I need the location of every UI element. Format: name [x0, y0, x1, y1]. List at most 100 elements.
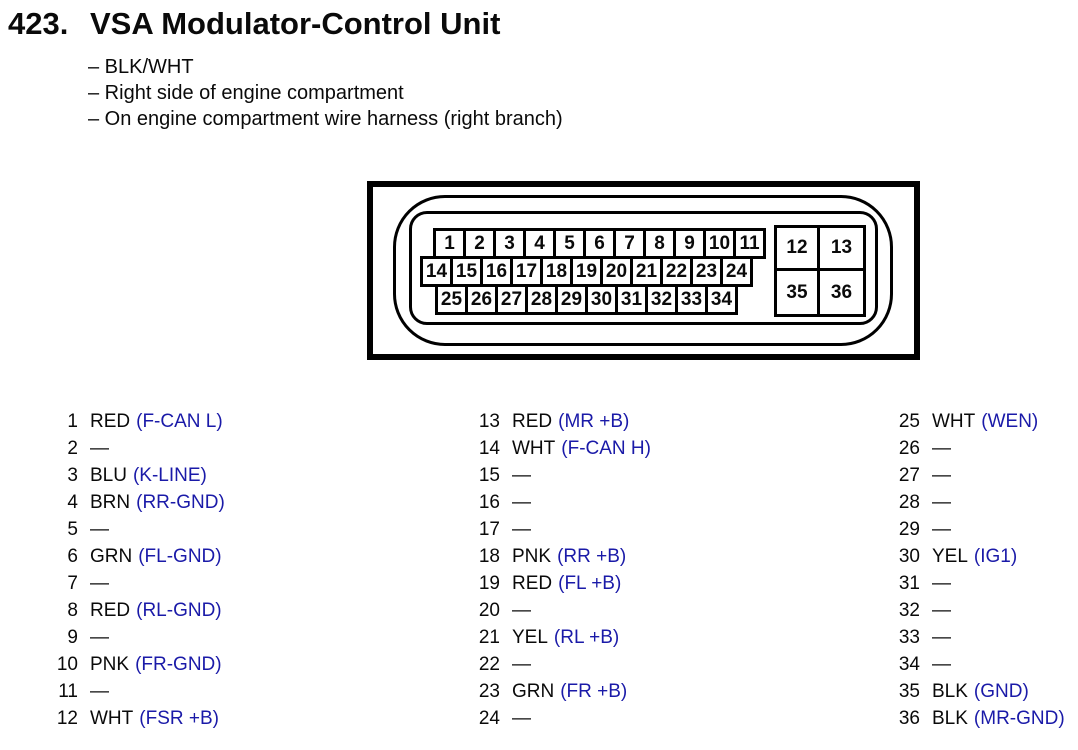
pin-cell: 14	[420, 256, 453, 287]
pin-signal-name: (FR-GND)	[135, 654, 222, 675]
pin-cell: 26	[465, 284, 498, 315]
corner-pin-cell: 12	[777, 228, 820, 271]
pin-cell: 17	[510, 256, 543, 287]
pin-cell: 7	[613, 228, 646, 259]
pin-signal-name: (K-LINE)	[132, 465, 207, 486]
pin-cell: 2	[463, 228, 496, 259]
pin-signal-name: (RL-GND)	[136, 600, 222, 621]
pin-cell: 32	[645, 284, 678, 315]
pin-cell: 9	[673, 228, 706, 259]
pin-wire-color: —	[932, 573, 951, 594]
pin-cell: 24	[720, 256, 753, 287]
pin-wire-color: —	[90, 627, 109, 648]
pin-wire-color: —	[932, 654, 951, 675]
pin-cell: 28	[525, 284, 558, 315]
pin-cell: 6	[583, 228, 616, 259]
pin-number: 21	[478, 627, 500, 648]
page-title: VSA Modulator-Control Unit	[90, 6, 501, 41]
pin-wire-color: —	[512, 465, 531, 486]
pin-signal-name: (FL +B)	[558, 573, 622, 594]
pin-cell: 29	[555, 284, 588, 315]
corner-pin-cell: 36	[830, 281, 853, 303]
pin-wire-color: —	[90, 681, 109, 702]
pin-number: 9	[67, 627, 78, 648]
pin-number: 17	[478, 519, 500, 540]
pin-wire-color: YEL	[512, 627, 548, 648]
pin-signal-name: (MR-GND)	[973, 708, 1065, 729]
pin-cell: 3	[493, 228, 526, 259]
pin-cell: 20	[600, 256, 633, 287]
pin-wire-color: YEL	[932, 546, 968, 567]
pin-wire-color: —	[90, 573, 109, 594]
pin-number: 1	[67, 411, 78, 432]
pin-wire-color: —	[90, 438, 109, 459]
pin-wire-color: —	[932, 600, 951, 621]
pin-signal-name: (IG1)	[973, 546, 1018, 567]
pin-number: 2	[67, 438, 78, 459]
corner-pin-cell: 13	[820, 228, 863, 271]
pin-wire-color: BLK	[932, 681, 968, 702]
pin-wire-color: —	[932, 465, 951, 486]
pin-number: 31	[898, 573, 920, 594]
pin-number: 29	[898, 519, 920, 540]
pin-number: 20	[478, 600, 500, 621]
pinout-row: 3 BLU(K-LINE)	[52, 462, 392, 489]
pin-number: 10	[56, 654, 78, 675]
pinout-row: 20 —	[470, 597, 810, 624]
pin-number: 6	[67, 546, 78, 567]
pinout-row: 11—	[52, 678, 392, 705]
pin-cell: 5	[553, 228, 586, 259]
pin-number: 26	[898, 438, 920, 459]
pin-number: 3	[67, 465, 78, 486]
pin-wire-color: BLU	[90, 465, 127, 486]
pinout-row: 17—	[470, 516, 810, 543]
pin-number: 4	[67, 492, 78, 513]
pin-cell: 1	[433, 228, 466, 259]
pinout-row: 28—	[888, 489, 1078, 516]
pin-wire-color: —	[512, 600, 531, 621]
pin-signal-name: (MR +B)	[558, 411, 630, 432]
pin-cell: 31	[615, 284, 648, 315]
pinout-row: 34—	[888, 651, 1078, 678]
pin-wire-color: —	[932, 627, 951, 648]
connector-notes: – BLK/WHT– Right side of engine compartm…	[88, 54, 563, 132]
note-line: – BLK/WHT	[88, 56, 194, 78]
pin-number: 25	[898, 411, 920, 432]
pinout-row: 26 —	[888, 435, 1078, 462]
pin-wire-color: RED	[512, 411, 553, 432]
pin-number: 28	[898, 492, 920, 513]
pin-cell: 30	[585, 284, 618, 315]
pin-number: 15	[478, 465, 500, 486]
pin-wire-color: RED	[512, 573, 553, 594]
pin-signal-name: (F-CAN H)	[561, 438, 651, 459]
pin-signal-name: (WEN)	[981, 411, 1039, 432]
pin-cell: 21	[630, 256, 663, 287]
pin-cell: 18	[540, 256, 573, 287]
pinout-row: 31 —	[888, 570, 1078, 597]
pin-number: 36	[898, 708, 920, 729]
pin-wire-color: PNK	[512, 546, 552, 567]
pinout-row: 32—	[888, 597, 1078, 624]
pin-number: 23	[478, 681, 500, 702]
pin-number: 18	[478, 546, 500, 567]
pin-wire-color: —	[932, 438, 951, 459]
connector-outer-shell	[367, 181, 920, 360]
pin-cell: 34	[705, 284, 738, 315]
pin-cell: 10	[703, 228, 736, 259]
pin-number: 7	[67, 573, 78, 594]
